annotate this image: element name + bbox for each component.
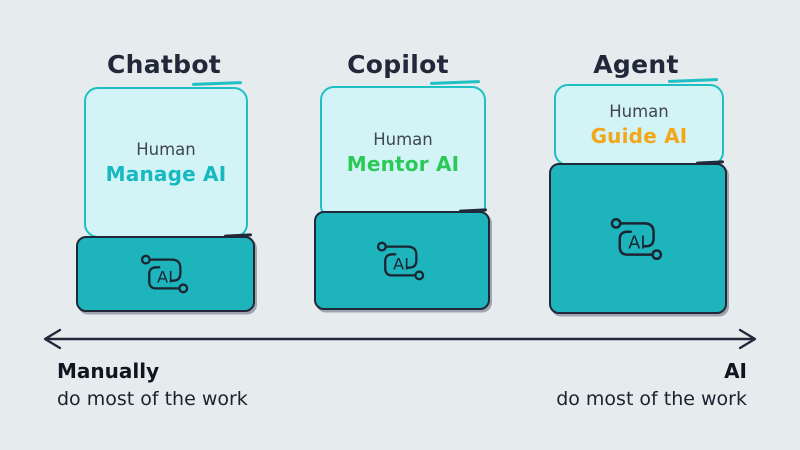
relation-label: Manage AI: [105, 161, 227, 186]
human-card-chatbot: Human Manage AI: [84, 87, 248, 238]
human-card-agent: Human Guide AI: [554, 84, 724, 166]
spectrum-arrow: [43, 328, 757, 350]
axis-label-right: AI do most of the work: [556, 357, 747, 413]
ai-circuit-icon: [137, 251, 195, 297]
ai-circuit-icon: [373, 238, 431, 284]
axis-left-bold: Manually: [57, 359, 160, 383]
relation-label: Mentor AI: [346, 152, 460, 176]
column-title-copilot: Copilot: [347, 49, 449, 79]
ai-circuit-icon: [606, 214, 670, 264]
relation-label: Guide AI: [590, 124, 688, 148]
axis-left-text: do most of the work: [57, 388, 248, 410]
column-title-agent: Agent: [593, 49, 679, 79]
ai-card-agent: [549, 163, 727, 314]
ai-card-copilot: [314, 211, 490, 310]
column-title-chatbot: Chatbot: [106, 49, 222, 79]
ai-card-chatbot: [76, 236, 255, 312]
arrowhead-left: [43, 328, 62, 350]
human-card-copilot: Human Mentor AI: [320, 86, 486, 220]
human-label: Human: [609, 102, 669, 121]
arrowhead-right: [738, 328, 757, 350]
axis-right-text: do most of the work: [556, 388, 747, 410]
axis-label-left: Manually do most of the work: [57, 357, 248, 413]
human-label: Human: [373, 130, 433, 149]
axis-right-bold: AI: [724, 359, 747, 383]
human-label: Human: [136, 139, 196, 159]
